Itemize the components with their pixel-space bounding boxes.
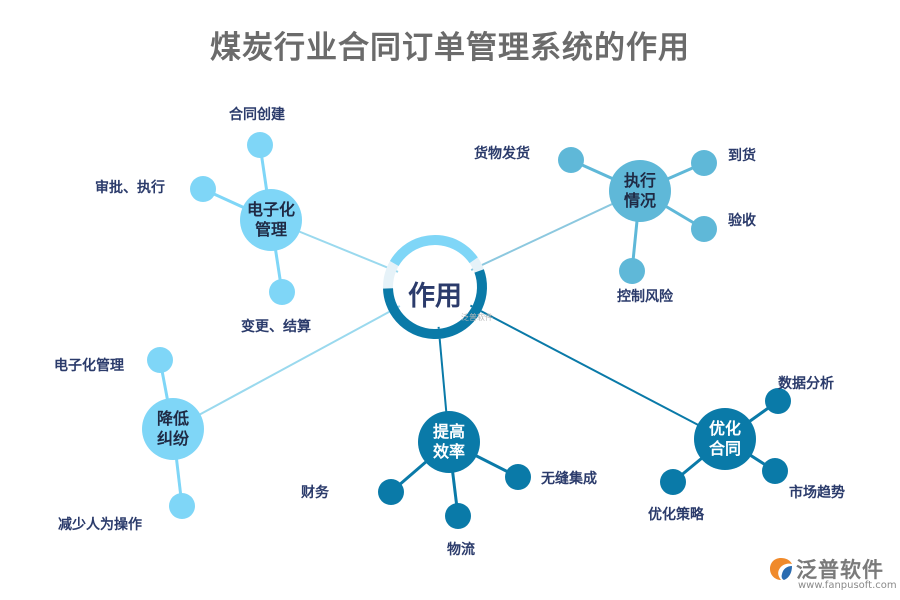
leaf-node-electronic-1	[190, 176, 216, 202]
brand-logo: 泛普软件 www.fanpusoft.com	[768, 554, 897, 594]
leaf-node-electronic-2	[269, 279, 295, 305]
hub-label-efficiency: 提高 效率	[432, 422, 465, 461]
leaf-label-arrival: 到货	[728, 148, 756, 164]
leaf-label-e-management: 电子化管理	[54, 358, 124, 374]
leaf-node-optimize-0	[765, 388, 791, 414]
leaf-node-dispute-0	[147, 347, 173, 373]
leaf-label-data-analysis: 数据分析	[778, 376, 834, 392]
hub-node-efficiency	[418, 411, 480, 473]
center-ring-dark	[383, 235, 487, 339]
diagram-title: 煤炭行业合同订单管理系统的作用	[210, 30, 690, 66]
node-circles	[142, 132, 791, 529]
leaf-label-change-settle: 变更、结算	[241, 319, 311, 335]
leaf-node-dispute-1	[169, 493, 195, 519]
leaf-node-efficiency-2	[505, 464, 531, 490]
watermark-small: 泛普软件	[461, 313, 493, 322]
leaf-node-efficiency-0	[378, 479, 404, 505]
hub-node-optimize	[694, 408, 756, 470]
hub-label-optimize: 优化 合同	[708, 419, 741, 458]
leaf-label-shipping: 货物发货	[474, 146, 530, 162]
leaf-node-execution-0	[558, 147, 584, 173]
connector-optimize	[434, 286, 726, 440]
leaf-label-contract-create: 合同创建	[229, 107, 285, 123]
center-ring-light	[383, 235, 487, 339]
leaf-node-electronic-0	[247, 132, 273, 158]
leaf-label-approve-execute: 审批、执行	[95, 180, 165, 196]
brand-url: www.fanpusoft.com	[798, 580, 897, 591]
leaf-label-strategy: 优化策略	[648, 507, 704, 523]
hub-label-electronic: 电子化 管理	[246, 200, 295, 239]
center-node	[383, 235, 487, 339]
leaf-node-execution-2	[691, 216, 717, 242]
brand-logo-text: 泛普软件	[796, 558, 884, 582]
brand-logo-icon	[770, 558, 792, 580]
leaf-node-efficiency-1	[445, 503, 471, 529]
leaf-label-logistics: 物流	[447, 542, 475, 558]
leaf-node-optimize-1	[762, 458, 788, 484]
leaf-label-finance: 财务	[301, 485, 329, 501]
leaf-label-risk-control: 控制风险	[617, 289, 673, 305]
center-label: 作用	[408, 281, 462, 312]
hub-node-electronic	[240, 189, 302, 251]
leaf-label-integration: 无缝集成	[541, 471, 597, 487]
leaf-label-reduce-manual: 减少人为操作	[58, 517, 142, 533]
leaf-node-execution-3	[619, 258, 645, 284]
hub-label-execution: 执行 情况	[623, 171, 656, 210]
leaf-node-optimize-2	[660, 469, 686, 495]
hub-node-dispute	[142, 398, 204, 460]
hub-node-execution	[609, 160, 671, 222]
leaf-label-acceptance: 验收	[728, 213, 756, 229]
hub-label-dispute: 降低 纠纷	[156, 409, 189, 448]
leaf-label-market-trend: 市场趋势	[789, 485, 845, 501]
leaf-node-execution-1	[691, 150, 717, 176]
